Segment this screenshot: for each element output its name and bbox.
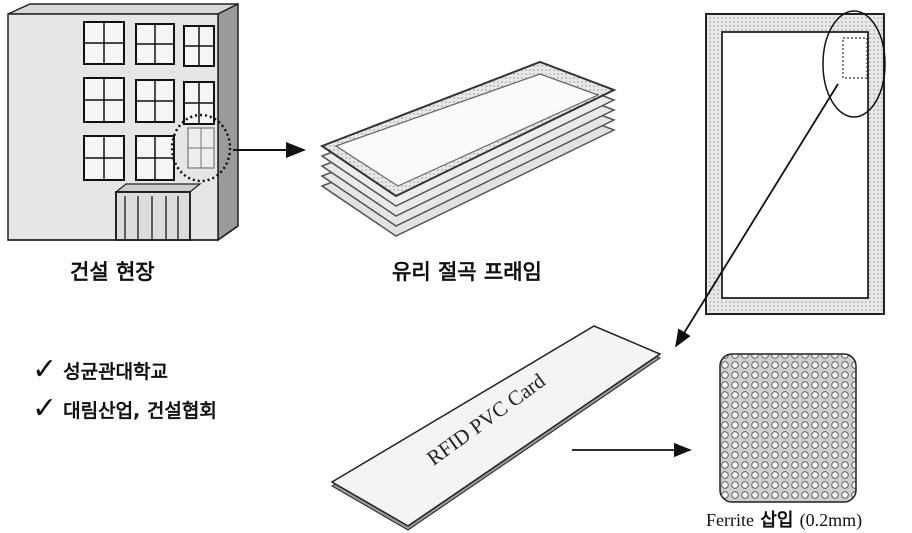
partner-name: 대림산업, 건설협회	[63, 399, 217, 422]
ferrite-caption-suffix: (0.2mm)	[799, 510, 863, 530]
ferrite-caption: Ferrite 삽입 (0.2mm)	[706, 506, 862, 532]
rfid-pvc-card	[330, 325, 662, 531]
building-entrance	[115, 191, 191, 241]
ferrite-sheet	[719, 353, 857, 503]
frame-front-view	[705, 10, 886, 315]
arrow-tag-to-ferrite	[675, 83, 839, 348]
partner-row: ✓ 성균관대학교	[32, 355, 168, 385]
glass-frame-stack	[319, 60, 617, 237]
target-window-highlight	[170, 113, 232, 183]
check-icon: ✓	[32, 352, 58, 387]
ferrite-caption-insert: 삽입	[760, 510, 794, 531]
check-icon: ✓	[32, 391, 58, 426]
frame-label: 유리 절곡 프래임	[392, 260, 542, 284]
building-illustration	[7, 2, 239, 242]
partner-name: 성균관대학교	[63, 360, 169, 383]
partner-row: ✓ 대림산업, 건설협회	[32, 394, 217, 424]
tag-slot	[842, 37, 868, 79]
ferrite-caption-prefix: Ferrite	[706, 510, 754, 530]
tag-location-highlight	[822, 10, 886, 118]
site-label: 건설 현장	[70, 260, 155, 284]
